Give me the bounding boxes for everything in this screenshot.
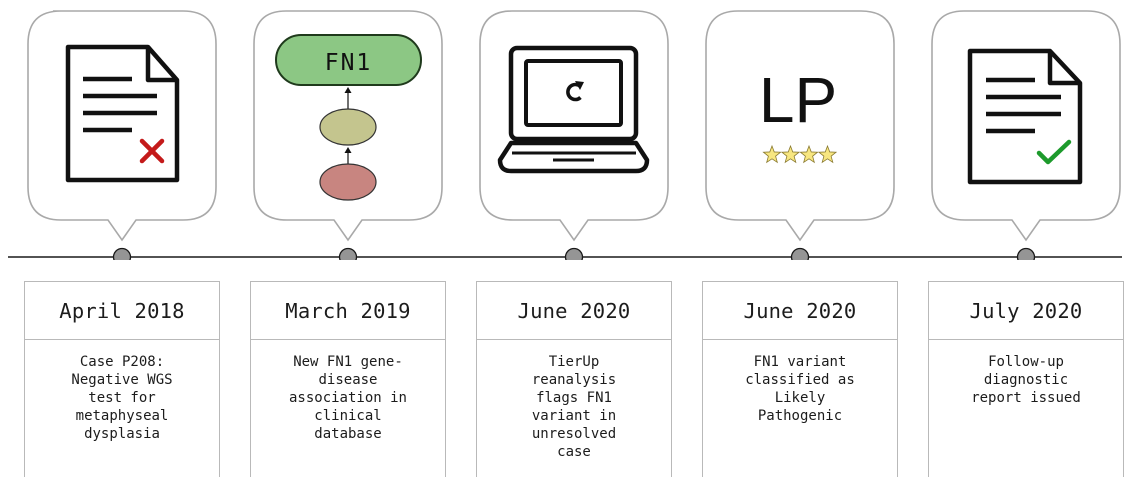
event-card-june-2020-reanalysis: June 2020 TierUp reanalysis flags FN1 va… xyxy=(476,281,672,477)
gene-middle-node xyxy=(319,108,377,146)
event-description: Follow-up diagnostic report issued xyxy=(929,340,1123,407)
gene-network-icon: FN1 xyxy=(275,34,422,201)
timeline-node-5 xyxy=(1016,247,1036,260)
event-card-july-2020: July 2020 Follow-up diagnostic report is… xyxy=(928,281,1124,477)
event-date: July 2020 xyxy=(929,282,1123,340)
description-line: metaphyseal xyxy=(75,408,169,424)
cross-mark-icon xyxy=(139,138,165,164)
document-approved-icon xyxy=(967,48,1083,185)
classification-label: LP xyxy=(759,64,837,136)
timeline-graphic: FN1 LP xyxy=(8,10,1122,260)
gene-box xyxy=(275,34,422,86)
check-mark-icon xyxy=(1036,139,1072,165)
description-line: reanalysis xyxy=(531,372,617,388)
event-date: June 2020 xyxy=(477,282,671,340)
bubble-4 xyxy=(705,10,895,242)
description-line: classified as xyxy=(745,372,855,388)
description-line: diagnostic xyxy=(983,372,1069,388)
event-description: FN1 variant classified as Likely Pathoge… xyxy=(703,340,897,425)
description-line: association in xyxy=(288,390,407,406)
timeline-node-2 xyxy=(338,247,358,260)
star-icon xyxy=(762,144,782,164)
event-date: June 2020 xyxy=(703,282,897,340)
event-date: March 2019 xyxy=(251,282,445,340)
event-card-june-2020-classification: June 2020 FN1 variant classified as Like… xyxy=(702,281,898,477)
laptop-refresh-icon xyxy=(497,45,650,174)
description-line: unresolved xyxy=(531,426,617,442)
description-line: Negative WGS xyxy=(71,372,173,388)
document-rejected-icon xyxy=(65,44,180,183)
event-description: New FN1 gene- disease association in cli… xyxy=(251,340,445,443)
timeline-node-4 xyxy=(790,247,810,260)
classification-badge-icon: LP xyxy=(759,64,838,164)
event-description: TierUp reanalysis flags FN1 variant in u… xyxy=(477,340,671,461)
description-line: database xyxy=(314,426,382,442)
description-line: test for xyxy=(88,390,156,406)
description-line: Pathogenic xyxy=(757,408,843,424)
event-card-april-2018: April 2018 Case P208: Negative WGS test … xyxy=(24,281,220,477)
star-icon xyxy=(817,144,838,164)
gene-label: FN1 xyxy=(325,50,373,76)
description-line: Case P208: xyxy=(79,354,165,370)
description-line: Likely xyxy=(774,390,826,406)
description-line: variant in xyxy=(531,408,617,424)
description-line: report issued xyxy=(971,390,1081,406)
description-line: disease xyxy=(318,372,378,388)
description-line: Follow-up xyxy=(988,354,1064,370)
description-line: dysplasia xyxy=(84,426,160,442)
description-line: clinical xyxy=(314,408,382,424)
description-line: FN1 variant xyxy=(753,354,847,370)
refresh-icon xyxy=(566,81,584,102)
star-icon xyxy=(780,144,801,164)
timeline-node-3 xyxy=(564,247,584,260)
event-date: April 2018 xyxy=(25,282,219,340)
description-line: TierUp xyxy=(548,354,600,370)
event-description: Case P208: Negative WGS test for metaphy… xyxy=(25,340,219,443)
event-card-march-2019: March 2019 New FN1 gene- disease associa… xyxy=(250,281,446,477)
description-line: flags FN1 xyxy=(536,390,612,406)
gene-bottom-node xyxy=(319,163,377,201)
description-line: case xyxy=(557,444,591,460)
description-line: New FN1 gene- xyxy=(293,354,403,370)
timeline-node-1 xyxy=(112,247,132,260)
rating-stars xyxy=(762,144,838,164)
star-icon xyxy=(799,144,819,164)
